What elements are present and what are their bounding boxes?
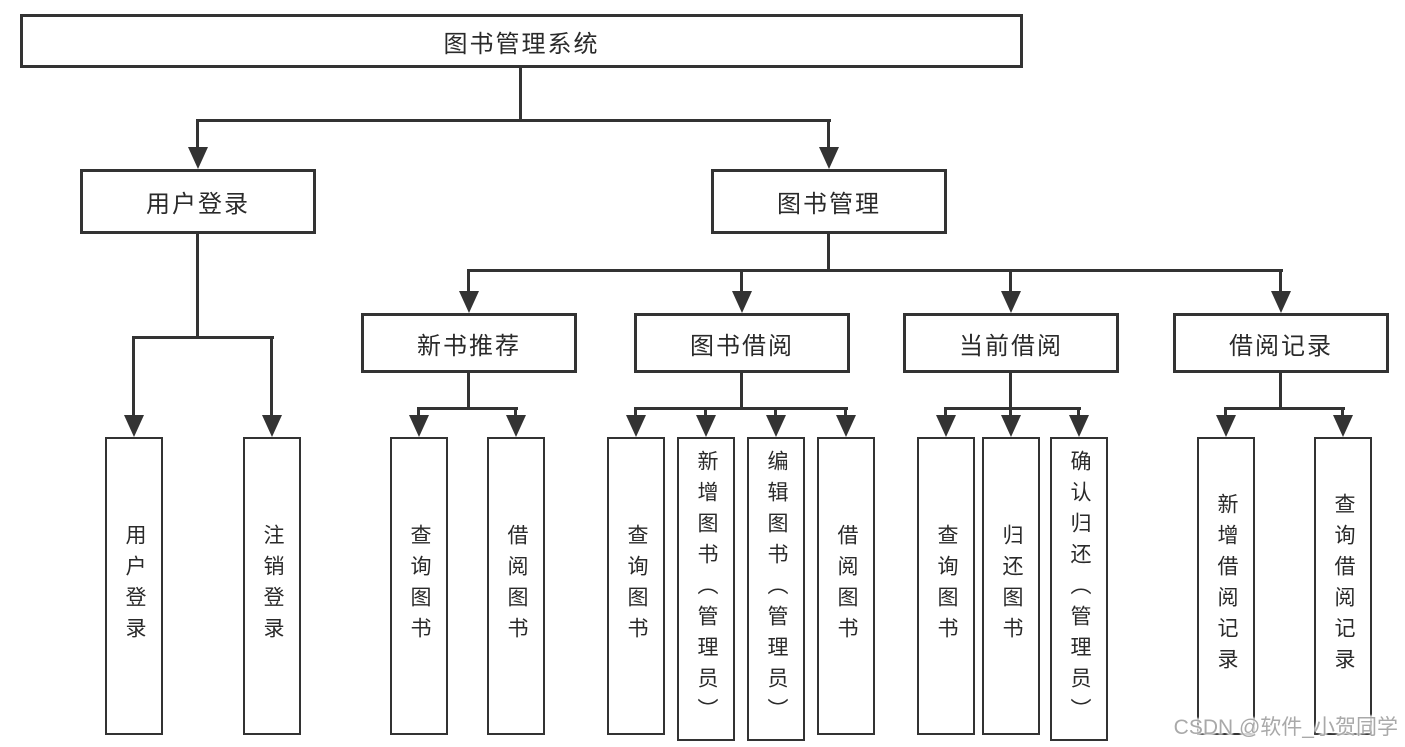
node-book-borrow-label: 图书借阅 (690, 332, 794, 360)
arrow-into-book-borrow (732, 291, 752, 313)
leaf-query-books-b-label: 查询图书 (625, 524, 648, 648)
leaf-query-borrow-record-label: 查询借阅记录 (1332, 493, 1355, 679)
leaf-user-login-label: 用户登录 (123, 524, 146, 648)
node-borrow-records: 借阅记录 (1173, 313, 1389, 373)
node-root-label: 图书管理系统 (443, 30, 600, 58)
leaf-logout-label: 注销登录 (261, 524, 284, 648)
leaf-borrow-books-b-label: 借阅图书 (835, 524, 858, 648)
node-current-borrow: 当前借阅 (903, 313, 1119, 373)
node-new-book-recommend: 新书推荐 (361, 313, 577, 373)
node-book-borrow: 图书借阅 (634, 313, 850, 373)
connector-borrow-records-stem (1279, 372, 1282, 410)
leaf-query-borrow-record: 查询借阅记录 (1314, 437, 1372, 735)
leaf-query-books-c-label: 查询图书 (935, 524, 958, 648)
connector-to-book-management (827, 119, 830, 150)
leaf-borrow-books-a: 借阅图书 (487, 437, 545, 735)
connector-to-borrow-records (1279, 269, 1282, 293)
arrow-into-leaf-return-books (1001, 415, 1021, 437)
connector-root-split (196, 119, 831, 122)
arrow-into-leaf-borrow-books-a (506, 415, 526, 437)
node-new-book-recommend-label: 新书推荐 (417, 332, 521, 360)
connector-to-leaf-edit-book (774, 407, 777, 417)
leaf-confirm-return-admin: 确认归还（管理员） (1050, 437, 1108, 741)
leaf-query-books-a: 查询图书 (390, 437, 448, 735)
connector-to-leaf-confirm-return (1077, 407, 1080, 417)
connector-to-leaf-user-login (132, 336, 135, 417)
leaf-return-books-label: 归还图书 (1000, 524, 1023, 648)
leaf-logout: 注销登录 (243, 437, 301, 735)
connector-new-book-split (417, 407, 518, 410)
connector-to-leaf-return-books (1009, 407, 1012, 417)
arrow-into-leaf-query-record (1333, 415, 1353, 437)
arrow-into-leaf-user-login (124, 415, 144, 437)
node-borrow-records-label: 借阅记录 (1229, 332, 1333, 360)
leaf-query-books-c: 查询图书 (917, 437, 975, 735)
arrow-into-leaf-confirm-return (1069, 415, 1089, 437)
leaf-borrow-books-a-label: 借阅图书 (505, 524, 528, 648)
leaf-query-books-b: 查询图书 (607, 437, 665, 735)
node-user-login-label: 用户登录 (146, 191, 250, 218)
connector-to-book-borrow (740, 269, 743, 293)
arrow-into-current-borrow (1001, 291, 1021, 313)
leaf-edit-book-admin: 编辑图书（管理员） (747, 437, 805, 741)
node-user-login: 用户登录 (80, 169, 316, 234)
arrow-into-leaf-query-books-c (936, 415, 956, 437)
connector-to-leaf-add-record (1224, 407, 1227, 417)
arrow-into-user-login (188, 147, 208, 169)
leaf-confirm-return-admin-label: 确认归还（管理员） (1068, 449, 1091, 729)
csdn-watermark: CSDN @软件_小贺同学 (1173, 716, 1398, 739)
connector-new-book-stem (467, 372, 470, 410)
connector-book-management-stem (827, 233, 830, 272)
arrow-into-leaf-query-books-b (626, 415, 646, 437)
arrow-into-leaf-logout (262, 415, 282, 437)
connector-to-leaf-query-books-a (417, 407, 420, 417)
arrow-into-leaf-add-record (1216, 415, 1236, 437)
connector-root-stem (519, 67, 522, 121)
arrow-into-leaf-add-book (696, 415, 716, 437)
connector-user-login-split (132, 336, 274, 339)
connector-user-login-stem (196, 233, 199, 339)
arrow-into-leaf-edit-book (766, 415, 786, 437)
leaf-user-login: 用户登录 (105, 437, 163, 735)
leaf-edit-book-admin-label: 编辑图书（管理员） (765, 449, 788, 729)
connector-to-leaf-query-record (1341, 407, 1344, 417)
node-current-borrow-label: 当前借阅 (959, 332, 1063, 360)
connector-to-current-borrow (1009, 269, 1012, 293)
leaf-query-books-a-label: 查询图书 (408, 524, 431, 648)
arrow-into-leaf-query-books-a (409, 415, 429, 437)
arrow-into-leaf-borrow-books-b (836, 415, 856, 437)
connector-book-management-split (467, 269, 1283, 272)
leaf-return-books: 归还图书 (982, 437, 1040, 735)
arrow-into-borrow-records (1271, 291, 1291, 313)
arrow-into-book-management (819, 147, 839, 169)
connector-to-leaf-borrow-books-b (844, 407, 847, 417)
connector-to-leaf-logout (270, 336, 273, 417)
node-root: 图书管理系统 (20, 14, 1023, 68)
connector-to-user-login (196, 119, 199, 150)
leaf-add-borrow-record-label: 新增借阅记录 (1215, 493, 1238, 679)
connector-current-borrow-split (944, 407, 1081, 410)
connector-borrow-records-split (1224, 407, 1345, 410)
node-book-management-label: 图书管理 (777, 191, 881, 218)
connector-book-borrow-split (634, 407, 848, 410)
connector-to-new-book-recommend (467, 269, 470, 293)
connector-to-leaf-add-book (704, 407, 707, 417)
leaf-add-book-admin: 新增图书（管理员） (677, 437, 735, 741)
connector-to-leaf-query-books-b (634, 407, 637, 417)
connector-to-leaf-borrow-books-a (514, 407, 517, 417)
node-book-management: 图书管理 (711, 169, 947, 234)
leaf-borrow-books-b: 借阅图书 (817, 437, 875, 735)
connector-current-borrow-stem (1009, 372, 1012, 410)
arrow-into-new-book-recommend (459, 291, 479, 313)
leaf-add-borrow-record: 新增借阅记录 (1197, 437, 1255, 735)
connector-book-borrow-stem (740, 372, 743, 410)
leaf-add-book-admin-label: 新增图书（管理员） (695, 449, 718, 729)
connector-to-leaf-query-books-c (944, 407, 947, 417)
